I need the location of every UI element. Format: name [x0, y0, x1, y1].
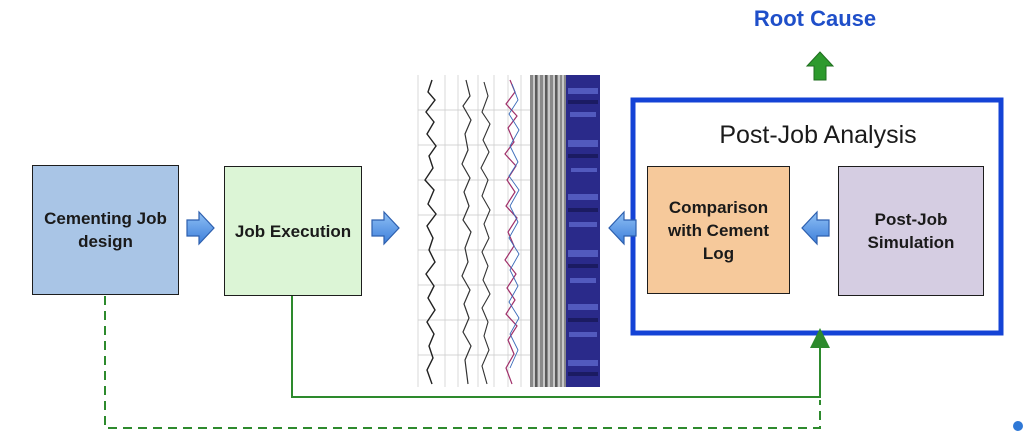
post-job-analysis-title: Post-Job Analysis [719, 121, 917, 149]
comparison-with-cement-log-box: Comparison with Cement Log [647, 166, 790, 294]
execution-feedback-line [291, 296, 830, 398]
cementing-job-design-box: Cementing Job design [32, 165, 179, 295]
up-arrow-icon [805, 51, 835, 81]
arrow-right-icon [186, 210, 215, 246]
root-cause-label: Root Cause [753, 6, 877, 31]
design-feedback-line [104, 296, 821, 429]
post-job-simulation-box: Post-Job Simulation [838, 166, 984, 296]
job-execution-box: Job Execution [224, 166, 362, 296]
arrow-left-icon [801, 210, 830, 246]
arrow-right-icon [371, 210, 400, 246]
cement-log-image [417, 75, 600, 387]
corner-dot [1013, 421, 1023, 431]
arrow-left-icon [608, 210, 637, 246]
